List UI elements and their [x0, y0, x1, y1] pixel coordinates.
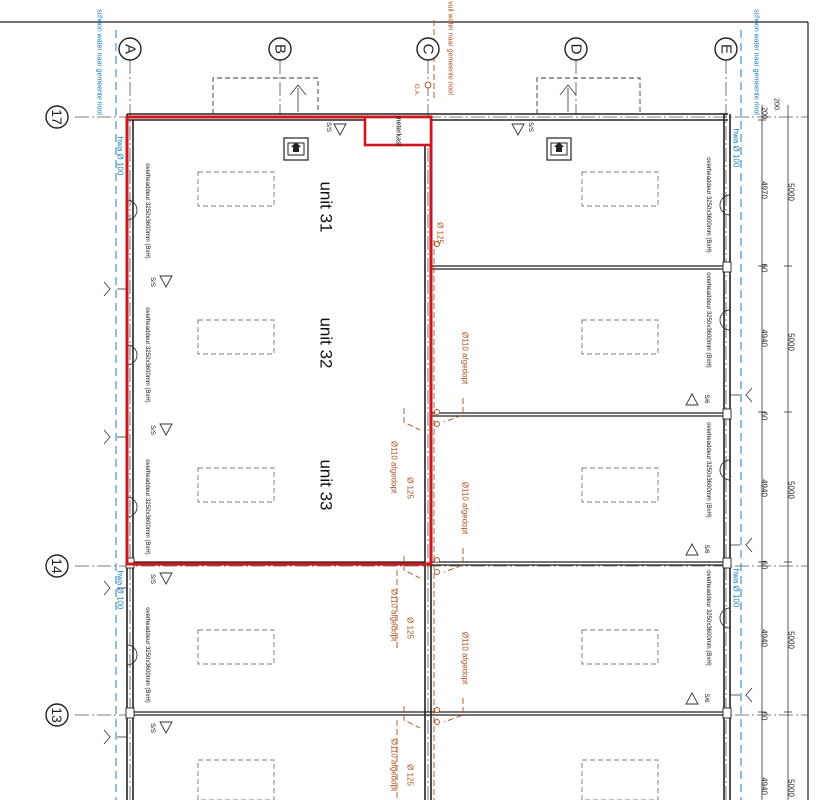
- water-lines: [115, 30, 742, 800]
- hwa-label-right-1: hwa Ø 100: [732, 129, 741, 168]
- hwa-label-left-2: hwa Ø 100: [116, 571, 125, 610]
- door-swings: [126, 194, 731, 666]
- ss-text-1: S/S: [325, 122, 331, 132]
- dim-span-1: 4970: [760, 181, 769, 199]
- hwa-label-right-2: hwa Ø 100: [732, 569, 741, 608]
- row-label-14: 14: [49, 558, 65, 574]
- top-bays: [212, 77, 641, 114]
- equipment-box: [283, 137, 572, 161]
- dim-200-a: 200: [773, 98, 780, 110]
- dim-span-7: 4940: [760, 479, 769, 497]
- s6-text-2: S/6: [703, 544, 709, 554]
- pipe-110-label-6: Ø110 afgedopt: [390, 739, 399, 792]
- dock-rects: [197, 171, 659, 800]
- partition-walls: [133, 265, 724, 716]
- dim-span-14: 5000: [787, 779, 796, 797]
- s6-text-3: S/6: [703, 693, 709, 703]
- dim-200-b: 200: [761, 107, 768, 119]
- pipe-125-label-1: Ø 125: [436, 222, 445, 244]
- pipe-125-label-3: Ø 125: [406, 617, 415, 639]
- row-bubbles: 17 14 13: [45, 105, 69, 727]
- pipe-110-label-3: Ø110 afgedopt: [461, 482, 470, 535]
- row-label-17: 17: [49, 109, 65, 125]
- ss-text-2: S/S: [527, 122, 533, 132]
- building-walls: [126, 113, 731, 800]
- dim-span-9: 60: [760, 561, 769, 570]
- column-bubble-a: [118, 37, 142, 61]
- column-label-e: E: [718, 44, 735, 54]
- units-highlight: [125, 115, 433, 566]
- column-label-b: B: [272, 44, 289, 54]
- wall-markers: [125, 261, 732, 719]
- dim-span-13: 4940: [760, 777, 769, 795]
- row-bubble-17: [45, 105, 69, 129]
- door-label-2: overheaddeur 3250x3600mm (BxH): [144, 307, 150, 402]
- meterkast-box: [363, 115, 433, 147]
- dimension-lines: [758, 105, 792, 800]
- door-label-1: overheaddeur 3250x3600mm (BxH): [144, 163, 150, 258]
- pipe-110-label-2: Ø110 afgedopt: [390, 441, 399, 494]
- column-bubble-b: [268, 37, 292, 61]
- oa-note: O.A.: [413, 84, 419, 96]
- door-label-6: overheaddeur 3250x3600mm (BxH): [705, 272, 711, 367]
- pipe-125-label-4: Ø 125: [406, 764, 415, 786]
- ss-text-4: S/S: [149, 425, 155, 435]
- clean-water-note-right: schoon water naar gemeente riool: [753, 9, 760, 115]
- row-bubble-14: [45, 554, 69, 578]
- column-bubble-c: [416, 37, 440, 61]
- dim-span-5: 5000: [787, 333, 796, 351]
- row-bubble-13: [45, 703, 69, 727]
- unit-32-label: unit 32: [317, 317, 336, 368]
- dim-span-3: 60: [760, 264, 769, 273]
- dim-span-10: 4940: [760, 629, 769, 647]
- hwa-label-left-1: hwa Ø 100: [116, 137, 125, 176]
- pipe-110-label-4: Ø110 afgedopt: [390, 589, 399, 642]
- ss-triangles: [159, 123, 699, 734]
- waste-water-note: vuil water naar gemeente riool: [447, 1, 454, 95]
- dim-span-2: 5000: [787, 183, 796, 201]
- ss-text-3: S/S: [149, 277, 155, 287]
- column-bubbles: A B C D E: [118, 37, 738, 61]
- dim-span-4: 4940: [760, 329, 769, 347]
- row-label-13: 13: [49, 707, 65, 723]
- pipe-110-label-1: Ø110 afgedopt: [461, 332, 470, 385]
- column-label-d: D: [568, 44, 585, 55]
- column-label-a: A: [122, 44, 139, 54]
- column-bubble-d: [564, 37, 588, 61]
- dim-span-12: 60: [760, 712, 769, 721]
- column-bubble-e: [714, 37, 738, 61]
- meterkast-label: meterkast: [395, 116, 402, 147]
- s6-text-1: S/6: [703, 394, 709, 404]
- unit-33-label: unit 33: [317, 459, 336, 510]
- door-label-5: overheaddeur 3250x3600mm (BxH): [705, 157, 711, 252]
- ss-text-6: S/S: [149, 723, 155, 733]
- door-label-4: overheaddeur 3250x3600mm (BxH): [144, 607, 150, 702]
- clean-water-note-left: schoon water naar gemeente riool: [96, 9, 103, 115]
- pipe-125-label-2: Ø 125: [406, 477, 415, 499]
- dim-span-11: 5000: [787, 631, 796, 649]
- top-bay-marks: [289, 84, 577, 112]
- door-label-7: overheaddeur 3250x3600mm (BxH): [705, 422, 711, 517]
- drain-pipes: [396, 20, 464, 800]
- unit-31-label: unit 31: [317, 181, 336, 232]
- column-label-c: C: [420, 44, 437, 55]
- door-label-3: overheaddeur 3250x3600mm (BxH): [144, 459, 150, 554]
- ss-text-5: S/S: [149, 574, 155, 584]
- grid-lines: [75, 60, 808, 800]
- pipe-110-label-5: Ø110 afgedopt: [461, 632, 470, 685]
- wall-arrows: [103, 281, 753, 745]
- drain-points: [424, 81, 440, 725]
- door-label-8: overheaddeur 3250x3600mm (BxH): [705, 570, 711, 665]
- dim-span-6: 60: [760, 412, 769, 421]
- dim-span-8: 5000: [787, 481, 796, 499]
